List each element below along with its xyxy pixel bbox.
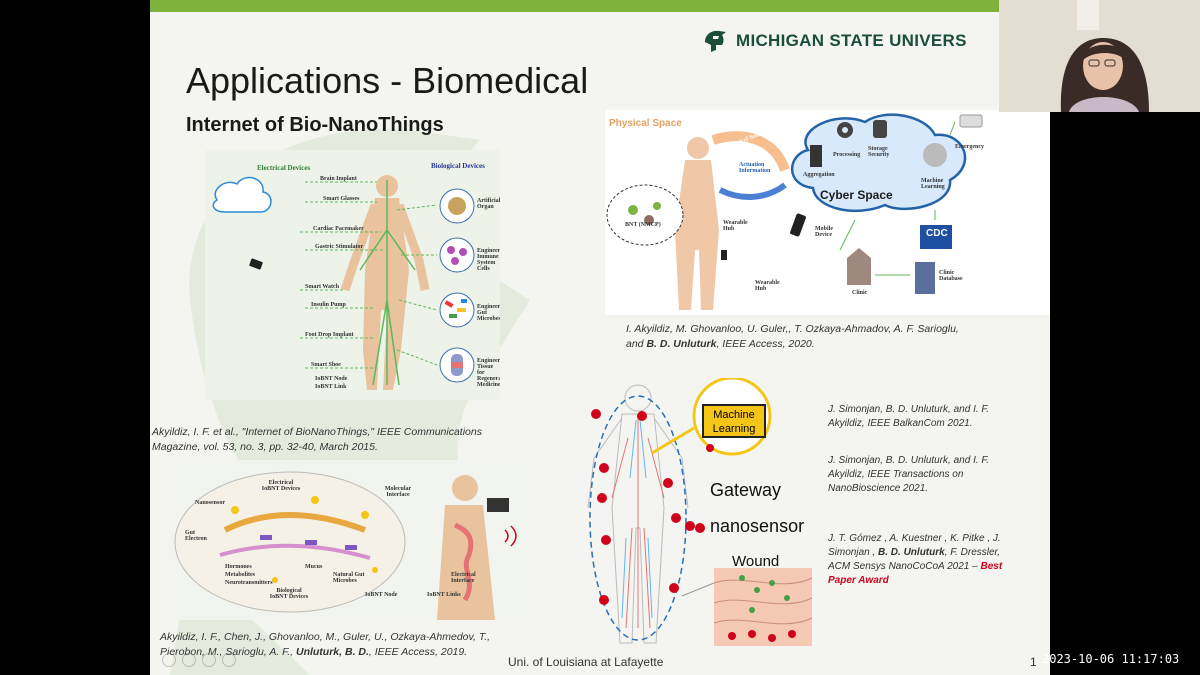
bnt-label: BNT (NMCP) xyxy=(625,222,661,228)
fig1-label: Engineered Tissue for Regenerative Medic… xyxy=(477,358,499,388)
phone-icon xyxy=(249,258,263,270)
zoom-icon[interactable] xyxy=(222,653,236,667)
ref-nanococoa: J. T. Gómez , A. Kuestner , K. Pitke , J… xyxy=(828,532,1018,588)
fig1-label: Smart Glasses xyxy=(323,196,360,202)
presenter-webcam xyxy=(999,0,1200,112)
emergency-label: Emergency xyxy=(955,144,984,150)
actuation-info-label: Actuation Information xyxy=(739,162,779,174)
gut-label: Natural Gut Microbes xyxy=(333,572,369,584)
msu-logo: MICHIGAN STATE UNIVERS xyxy=(702,28,967,54)
presentation-slide: MICHIGAN STATE UNIVERS Applications - Bi… xyxy=(150,0,1050,675)
fig1-label: Foot Drop Implant xyxy=(305,332,354,338)
fig1-label: Smart Shoe xyxy=(311,362,341,368)
fig1-label: Smart Watch xyxy=(305,284,339,290)
gut-label: Mucus xyxy=(305,564,322,570)
fig1-citation: Akyildiz, I. F. et al., "Internet of Bio… xyxy=(152,425,542,455)
gut-label: Biological IoBNT Devices xyxy=(269,588,309,600)
nanosensor-label: nanosensor xyxy=(710,516,804,537)
gut-label: Gut Electron xyxy=(185,530,205,542)
cdc-label: CDC xyxy=(926,228,948,239)
gateway-label: Gateway xyxy=(710,480,781,501)
body-illustration xyxy=(205,150,500,400)
ref-nanobioscience: J. Simonjan, B. D. Unluturk, and I. F. A… xyxy=(828,454,1018,496)
fig1-label: Artificial Organ xyxy=(477,198,499,210)
laptop-icon xyxy=(487,498,509,512)
machine-learning-label: Machine Learning xyxy=(921,178,945,190)
gut-label: Hormones xyxy=(225,564,252,570)
slide-footer: Uni. of Louisiana at Lafayette xyxy=(508,655,663,669)
fig1-label: Engineered Gut Microbes xyxy=(477,304,499,322)
next-slide-icon[interactable] xyxy=(182,653,196,667)
processing-label: Processing xyxy=(833,152,860,158)
presenter-avatar xyxy=(999,0,1200,112)
spartan-helmet-icon xyxy=(702,28,728,54)
clinic-database-label: Clinic Database xyxy=(939,270,965,282)
fig1-label: Gastric Stimulator xyxy=(315,244,363,250)
figure-gut-iobnt: Electrical IoBNT Devices Molecular Inter… xyxy=(165,460,530,620)
storage-security-label: Storage Security xyxy=(868,146,892,158)
clinic-label: Clinic xyxy=(852,290,867,296)
recording-timestamp: 2023-10-06 11:17:03 xyxy=(1042,652,1179,666)
gut-label: Nanosensor xyxy=(195,500,225,506)
msu-wordmark: MICHIGAN STATE UNIVERS xyxy=(736,31,967,51)
figure-cyber-physical: Physical Space Physical Sensing Actuatio… xyxy=(605,110,1050,315)
wearable-hub-label: Wearable Hub xyxy=(755,280,779,292)
aggregation-label: Aggregation xyxy=(803,172,835,178)
ref-balkancom: J. Simonjan, B. D. Unluturk, and I. F. A… xyxy=(828,403,1018,431)
gut-label: Molecular Interface xyxy=(380,486,416,498)
gut-label: Neurotransmitters xyxy=(225,580,273,586)
wound-label: Wound xyxy=(732,553,779,570)
fig1-label: Brain Implant xyxy=(320,176,357,182)
pen-icon[interactable] xyxy=(202,653,216,667)
fig1-label: IoBNT Node xyxy=(315,376,347,382)
gut-illustration xyxy=(165,460,530,620)
figure-iobnt-body: Electrical Devices Biological Devices Br… xyxy=(205,150,500,400)
nanosensor-legend-icon xyxy=(695,523,705,533)
gut-label: Electrical Interface xyxy=(451,572,487,584)
cyber-space-label: Cyber Space xyxy=(820,188,893,202)
figure-nanosensor-network: Machine Learning Gateway nanosensor Woun… xyxy=(582,378,822,650)
physical-space-label: Physical Space xyxy=(609,118,682,129)
slideshow-controls[interactable] xyxy=(162,653,236,667)
fig2-citation: I. Akyildiz, M. Ghovanloo, U. Guler,, T.… xyxy=(626,322,1036,352)
machine-learning-box: Machine Learning xyxy=(702,404,766,438)
slide-number: 1 xyxy=(1030,655,1037,669)
fig1-label: IoBNT Link xyxy=(315,384,346,390)
fig1-label: Cardiac Pacemaker xyxy=(313,226,364,232)
gut-label: IoBNT Node xyxy=(365,592,397,598)
fig1-label: Insulin Pump xyxy=(311,302,346,308)
cyber-physical-illustration xyxy=(605,110,1050,315)
fig1-label: Engineered Immune System Cells xyxy=(477,248,499,272)
fig1-heading-electrical: Electrical Devices xyxy=(257,164,310,172)
prev-slide-icon[interactable] xyxy=(162,653,176,667)
gut-label: Metabolites xyxy=(225,572,255,578)
fig1-heading-biological: Biological Devices xyxy=(431,162,485,170)
mobile-device-icon xyxy=(790,213,807,237)
gut-label: IoBNT Links xyxy=(427,592,461,598)
mobile-device-label: Mobile Device xyxy=(815,226,839,238)
wearable-hub-label: Wearable Hub xyxy=(723,220,747,232)
gut-label: Electrical IoBNT Devices xyxy=(261,480,301,492)
slide-title: Applications - Biomedical xyxy=(186,60,588,102)
slide-subtitle: Internet of Bio-NanoThings xyxy=(186,114,444,137)
